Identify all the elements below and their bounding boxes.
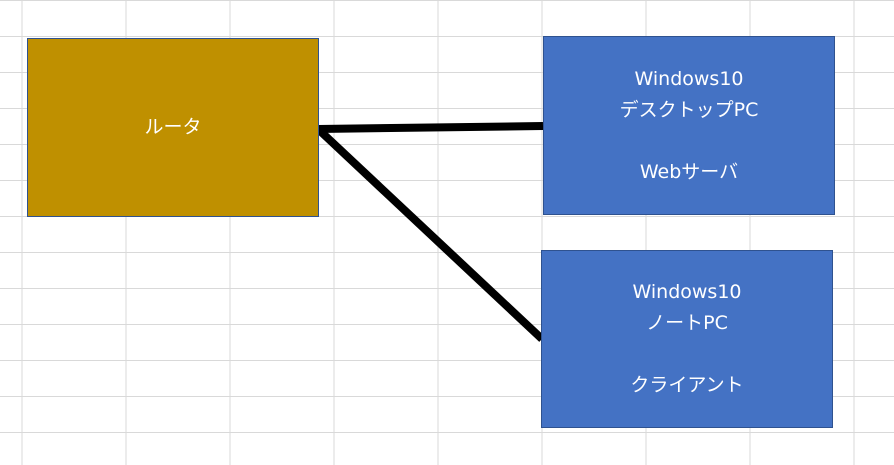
router-node[interactable]: ルータ: [27, 38, 319, 217]
notebook-pc-node[interactable]: Windows10 ノートPC クライアント: [541, 250, 833, 428]
notebook-role-label: クライアント: [630, 374, 744, 396]
notebook-os-label: Windows10: [632, 281, 742, 303]
desktop-os-label: Windows10: [634, 67, 744, 90]
desktop-pc-node[interactable]: Windows10 デスクトップPC Webサーバ: [543, 36, 835, 215]
desktop-role-label: Webサーバ: [639, 160, 739, 183]
desktop-type-label: デスクトップPC: [619, 98, 759, 121]
connector-router-desktop: [317, 122, 544, 133]
connector-router-notebook: [315, 126, 545, 342]
notebook-type-label: ノートPC: [646, 312, 728, 334]
router-label: ルータ: [144, 116, 202, 138]
